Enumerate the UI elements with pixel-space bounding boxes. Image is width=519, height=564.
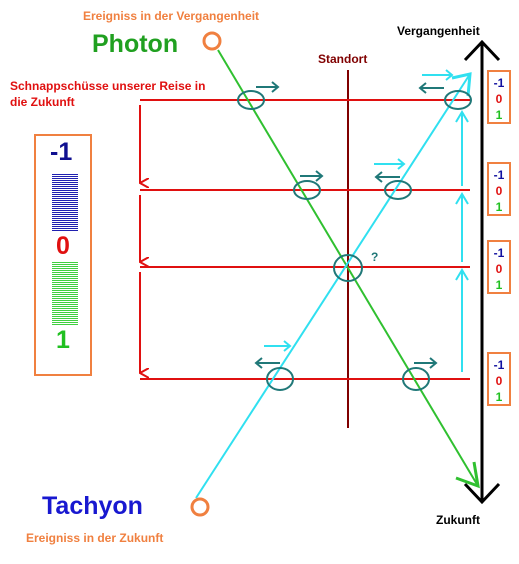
state-box: -1 0 1 xyxy=(487,352,511,406)
intersection-ellipse-icon xyxy=(293,180,321,200)
legend-blue-bar xyxy=(52,174,78,232)
future-event-label: Ereigniss in der Zukunft xyxy=(26,531,164,545)
intersection-ellipse-icon xyxy=(402,367,430,391)
direction-arrow-icon xyxy=(422,69,454,81)
intersection-ellipse-icon xyxy=(384,180,412,200)
state-zero: 0 xyxy=(495,374,503,388)
tachyon-label: Tachyon xyxy=(42,492,143,520)
tachyon-up-arrows xyxy=(455,110,469,372)
direction-arrow-icon xyxy=(264,340,292,352)
direction-arrow-icon xyxy=(374,171,400,183)
snapshots-label-line1: Schnappschüsse unserer Reise in xyxy=(10,79,206,93)
snapshots-label-line2: die Zukunft xyxy=(10,95,75,109)
state-zero: 0 xyxy=(495,92,503,106)
event-circle-icon xyxy=(190,497,210,517)
event-circle-icon xyxy=(202,31,222,51)
photon-label: Photon xyxy=(92,30,179,58)
state-one: 1 xyxy=(495,200,503,214)
past-event-label: Ereigniss in der Vergangenheit xyxy=(83,9,260,23)
legend-zero-value: 0 xyxy=(56,232,70,260)
state-one: 1 xyxy=(495,278,503,292)
direction-arrow-icon xyxy=(374,158,406,170)
legend-negative-value: -1 xyxy=(50,138,73,166)
legend-one-value: 1 xyxy=(56,326,70,354)
direction-arrow-icon xyxy=(418,82,444,94)
state-zero: 0 xyxy=(495,262,503,276)
intersection-ellipse-icon xyxy=(237,90,265,110)
direction-arrow-icon xyxy=(256,81,280,93)
direction-arrow-icon xyxy=(300,170,324,182)
state-legend-box: -1 0 1 xyxy=(34,134,92,376)
state-neg: -1 xyxy=(493,76,505,90)
future-axis-label: Zukunft xyxy=(436,513,480,527)
state-neg: -1 xyxy=(493,246,505,260)
direction-arrow-icon xyxy=(414,357,438,369)
state-box: -1 0 1 xyxy=(487,240,511,294)
location-label: Standort xyxy=(318,52,368,66)
state-one: 1 xyxy=(495,108,503,122)
state-one: 1 xyxy=(495,390,503,404)
time-axis-arrow-icon xyxy=(463,39,501,505)
state-box: -1 0 1 xyxy=(487,70,511,124)
intersection-ellipse-icon xyxy=(444,90,472,110)
intersection-ellipse-icon xyxy=(266,367,294,391)
question-mark: ? xyxy=(371,250,379,264)
state-box: -1 0 1 xyxy=(487,162,511,216)
photon-worldline xyxy=(217,49,480,489)
state-zero: 0 xyxy=(495,184,503,198)
past-axis-label: Vergangenheit xyxy=(397,24,480,38)
tachyon-worldline xyxy=(195,72,472,499)
state-neg: -1 xyxy=(493,168,505,182)
direction-arrow-icon xyxy=(254,357,280,369)
state-neg: -1 xyxy=(493,358,505,372)
legend-green-bar xyxy=(52,262,78,326)
intersection-ellipse-icon xyxy=(333,254,363,282)
